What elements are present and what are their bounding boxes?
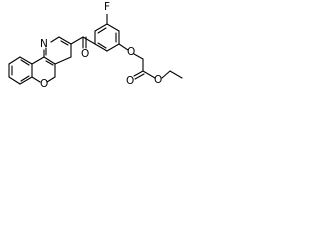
- ester-carbonyl-oxygen-label: O: [126, 75, 134, 87]
- ketone-oxygen-label: O: [81, 48, 89, 60]
- chemical-structure-diagram: F N O O O O O: [8, 1, 183, 90]
- bond: [58, 36, 72, 45]
- ester-side-chain: [118, 43, 183, 80]
- pyran-oxygen-label: O: [40, 78, 48, 90]
- bond: [54, 56, 72, 65]
- bond: [8, 76, 21, 85]
- double-bond-inner: [134, 73, 145, 80]
- bond: [118, 43, 129, 51]
- bond: [82, 36, 96, 45]
- double-bond-inner: [60, 40, 69, 46]
- ketone-group: [70, 36, 96, 49]
- atom-labels: F N O O O O O: [40, 1, 162, 90]
- bond: [31, 76, 41, 83]
- bond: [31, 56, 45, 65]
- bond: [70, 36, 84, 45]
- bond: [106, 43, 120, 52]
- bond: [50, 36, 60, 43]
- bond: [94, 23, 108, 32]
- ether-oxygen-label: O: [127, 46, 135, 58]
- bond: [133, 70, 144, 77]
- double-bond-inner: [97, 27, 107, 34]
- bond: [169, 70, 183, 79]
- pyran-ring: [31, 56, 56, 83]
- pyridine-nitrogen-label: N: [40, 38, 48, 50]
- label-mask: [102, 1, 112, 14]
- ester-oxygen-label: O: [154, 74, 162, 86]
- fluorine-label: F: [104, 1, 110, 13]
- bond: [46, 76, 56, 83]
- fluorophenyl-ring: [94, 12, 120, 52]
- bond: [106, 23, 120, 32]
- bond: [133, 53, 144, 60]
- bond: [8, 56, 21, 65]
- bond: [19, 56, 33, 65]
- bond: [94, 43, 108, 52]
- double-bond-inner: [20, 75, 30, 82]
- bond: [161, 70, 171, 79]
- bond: [43, 56, 56, 65]
- pyridine-ring: [43, 36, 72, 65]
- double-bond-inner: [20, 59, 30, 66]
- benzo-ring: [8, 56, 33, 85]
- bond: [142, 70, 156, 79]
- bond: [19, 76, 33, 85]
- double-bond-inner: [45, 60, 54, 66]
- double-bond-inner: [97, 42, 107, 49]
